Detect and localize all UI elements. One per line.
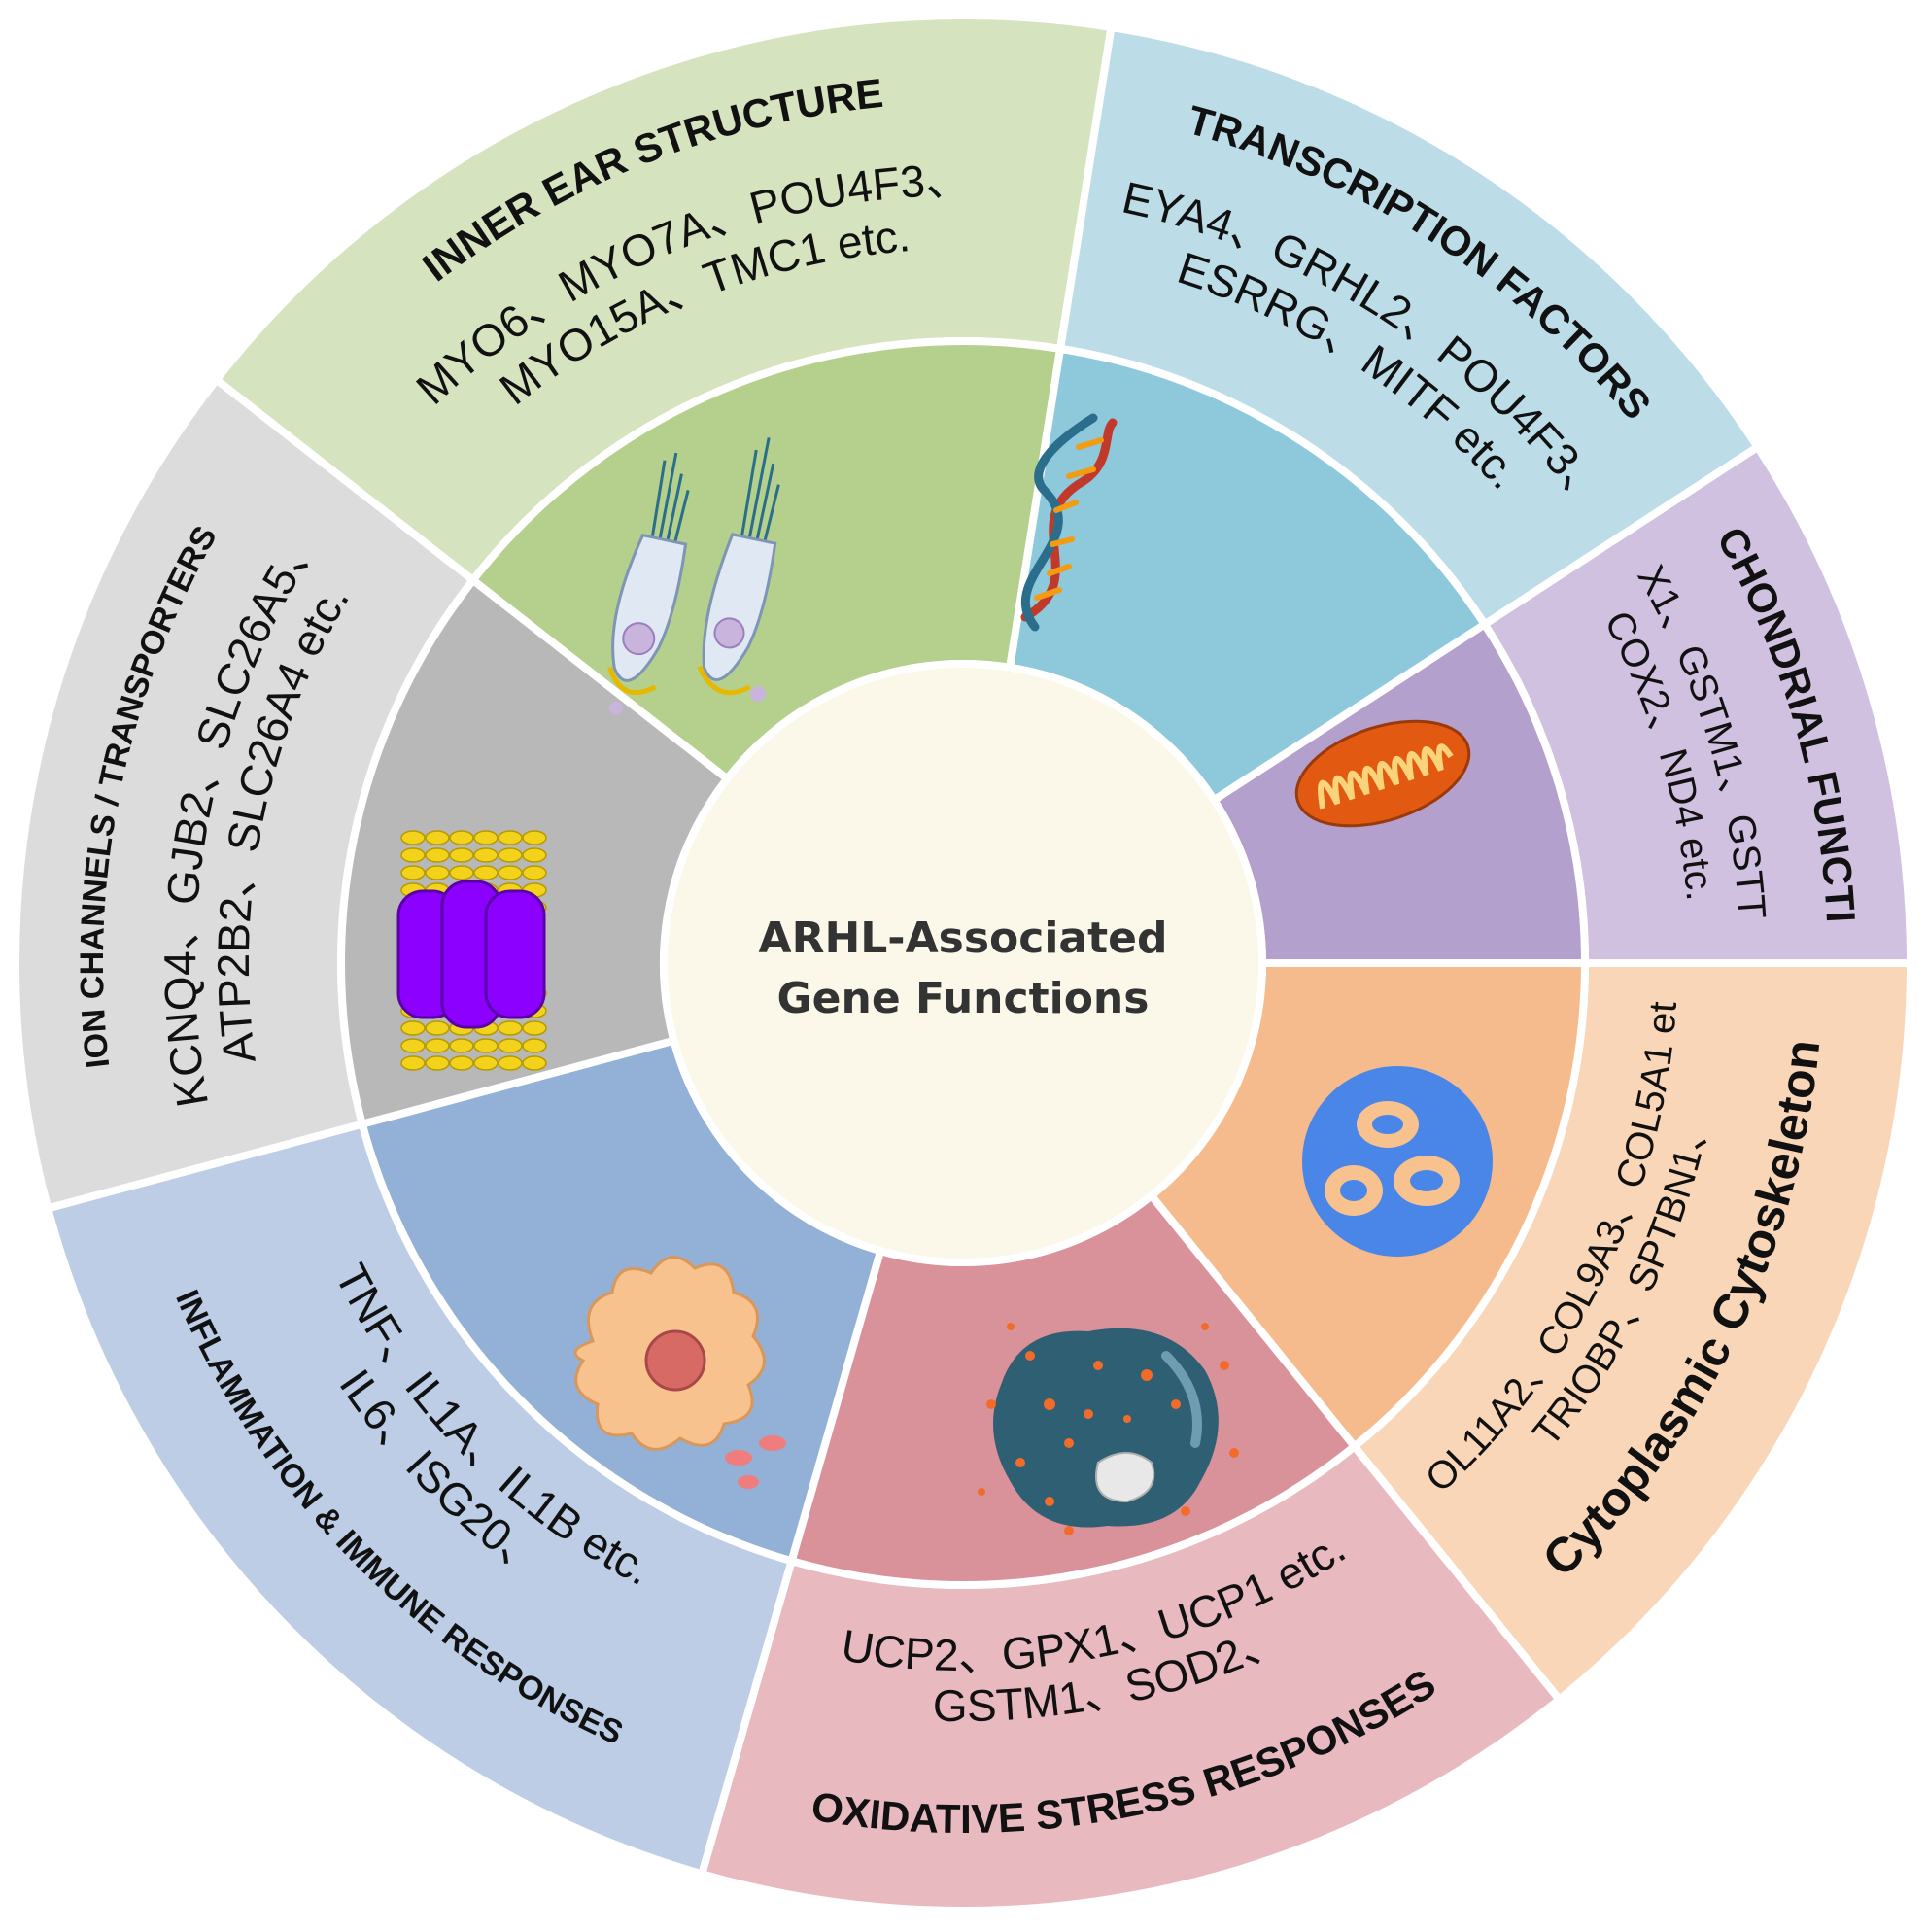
membrane-channel-icon	[396, 830, 547, 1071]
dna-icon	[1020, 413, 1118, 632]
center-title-line2: Gene Functions	[777, 974, 1150, 1023]
center-hub: ARHL-Associated Gene Functions	[660, 660, 1266, 1266]
immune-cell-icon	[573, 1256, 786, 1489]
damaged-cell-icon	[978, 1323, 1239, 1535]
cell-vesicles-icon	[1302, 1066, 1493, 1257]
hair-cells-icon	[607, 437, 780, 715]
center-title-line1: ARHL-Associated	[759, 914, 1168, 963]
mitochondria-icon	[1294, 719, 1471, 828]
